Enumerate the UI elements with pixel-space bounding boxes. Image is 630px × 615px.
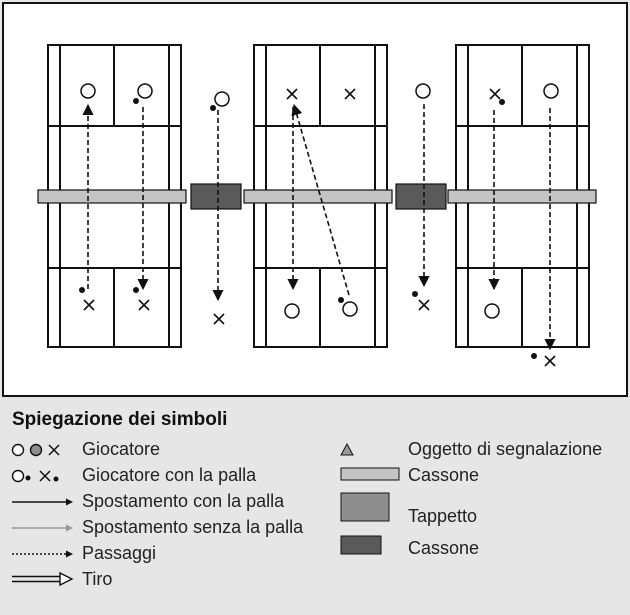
light-box-right [447,189,597,204]
solid-arrow-icon [12,498,73,506]
player-circle-ball [137,83,153,99]
player-circle [484,303,500,319]
mat-icon [340,492,390,522]
pass-arrow-2-diag [291,103,350,296]
ball [338,297,344,303]
player-cross [213,313,225,325]
legend-mat-label: Tappetto [408,506,478,526]
legend-passes-label: Passaggi [82,543,157,563]
double-arrow-icon [12,572,74,586]
legend-light-box-label: Cassone [408,465,480,485]
dotted-arrow-icon [12,550,73,558]
legend: Spiegazione dei simboli Giocatore Giocat… [0,397,630,615]
light-box-middle [243,189,393,204]
player-cross-ball [418,299,430,311]
player-circle-ball [214,91,230,107]
drill-diagram-panel [2,2,628,397]
player-cross [344,88,356,100]
ball [412,291,418,297]
dark-box-icon [340,535,382,555]
legend-player-label: Giocatore [82,439,161,459]
player-cross-ball [489,88,501,100]
ball [210,105,216,111]
player-circle-ball [342,301,358,317]
player-cross-ball [83,299,95,311]
drill-diagram [37,44,597,367]
legend-dark-box-label: Cassone [408,538,480,558]
player-cross [286,88,298,100]
player-circle [80,83,96,99]
ball [133,287,139,293]
dark-box-2 [395,183,447,210]
legend-title: Spiegazione dei simboli [12,409,228,430]
player-cross-ball [544,355,556,367]
legend-player-ball-label: Giocatore con la palla [82,465,257,485]
ball [133,98,139,104]
grey-arrow-icon [12,524,73,532]
ball [499,99,505,105]
court-left [47,44,182,348]
player-with-ball-icon [11,469,59,483]
triangle-icon [340,443,354,456]
legend-signal-label: Oggetto di segnalazione [408,439,603,459]
dark-box-1 [190,183,242,210]
legend-shot-label: Tiro [82,569,113,589]
light-box-left [37,189,187,204]
ball [531,353,537,359]
player-circle [415,83,431,99]
light-box-icon [340,467,400,481]
legend-move-noball-label: Spostamento senza la palla [82,517,304,537]
player-symbols-icon [11,443,60,457]
ball [79,287,85,293]
player-circle [284,303,300,319]
legend-move-ball-label: Spostamento con la palla [82,491,285,511]
player-cross-ball [138,299,150,311]
player-circle [543,83,559,99]
